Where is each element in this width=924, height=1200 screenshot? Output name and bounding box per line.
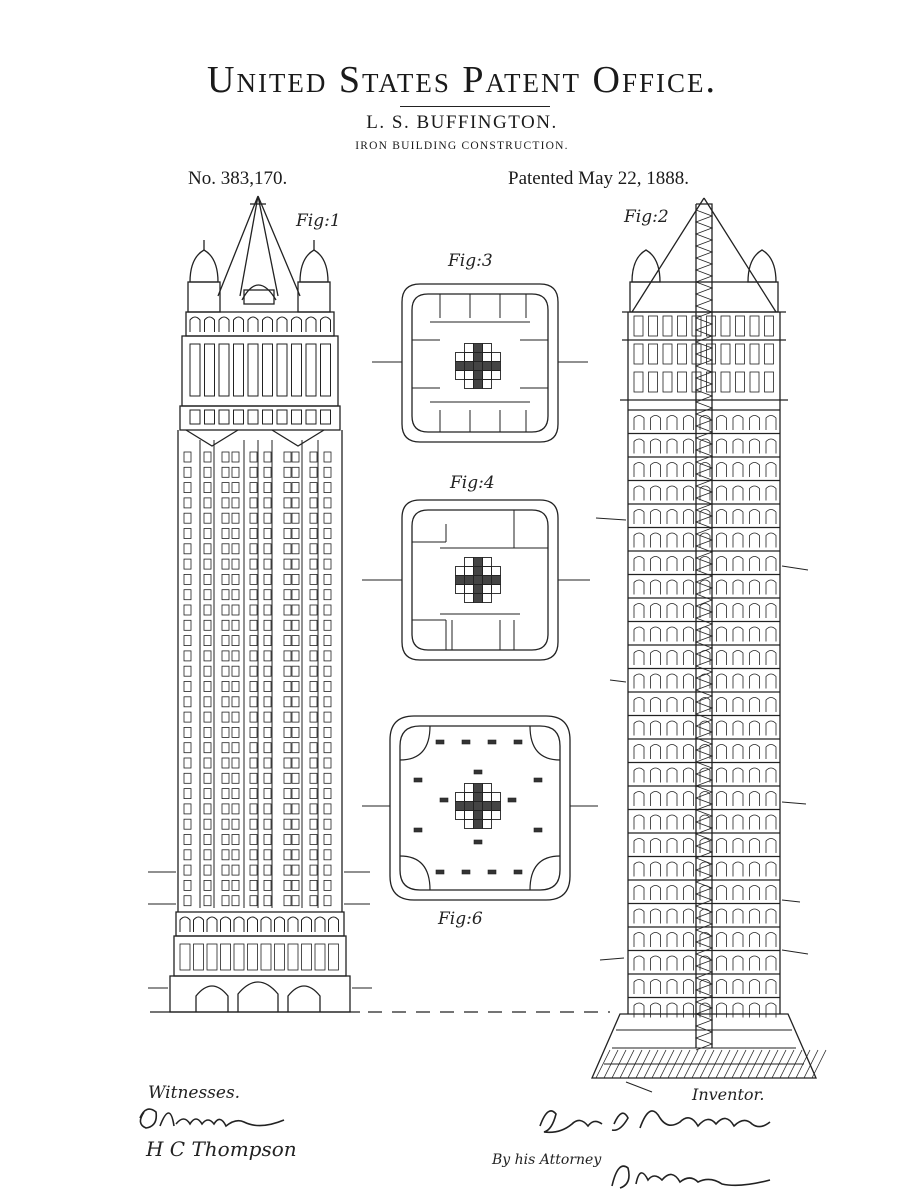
fig4-plan xyxy=(362,499,590,661)
fig2-section xyxy=(591,197,827,1079)
patent-date: Patented May 22, 1888. xyxy=(508,168,690,189)
fig2-label: Fig:2 xyxy=(623,207,669,227)
witness-name-2: H C Thompson xyxy=(145,1137,297,1161)
attorney-signature xyxy=(611,1165,771,1189)
inventor-name: L. S. BUFFINGTON. xyxy=(366,112,558,133)
inventor-signature xyxy=(539,1110,771,1134)
title-underline xyxy=(400,106,550,107)
fig3-plan xyxy=(372,283,588,443)
fig1-label: Fig:1 xyxy=(295,211,341,231)
witnesses-label: Witnesses. xyxy=(148,1083,240,1103)
patent-office-title: United States Patent Office. xyxy=(207,59,717,101)
fig6-label: Fig:6 xyxy=(437,909,483,929)
inventor-label: Inventor. xyxy=(691,1085,764,1104)
patent-subject: IRON BUILDING CONSTRUCTION. xyxy=(355,140,569,152)
patent-number: No. 383,170. xyxy=(188,168,288,189)
fig6-plan xyxy=(362,715,598,901)
fig1-elevation xyxy=(148,195,610,1013)
witness-1-signature xyxy=(139,1108,285,1129)
fig4-label: Fig:4 xyxy=(449,473,495,493)
by-attorney-label: By his Attorney xyxy=(491,1152,602,1168)
fig3-label: Fig:3 xyxy=(447,251,493,271)
